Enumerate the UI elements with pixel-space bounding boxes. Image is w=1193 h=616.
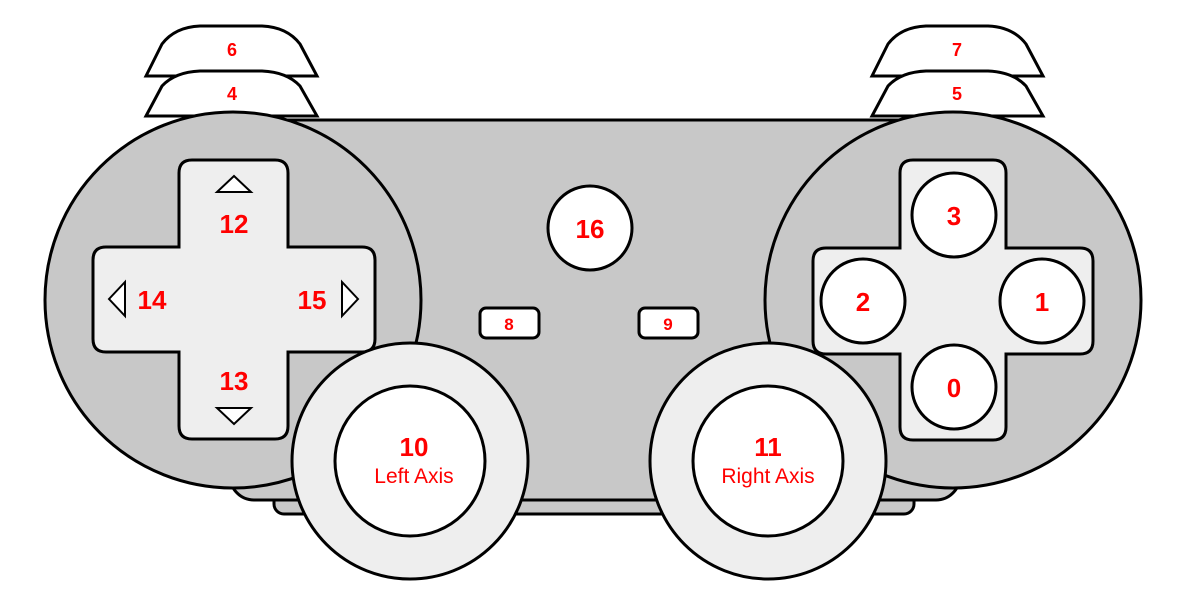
shoulder-label-7: 7 bbox=[952, 40, 962, 60]
start-button-label: 9 bbox=[663, 315, 672, 334]
face-label-2: 2 bbox=[856, 287, 870, 317]
select-button-label: 8 bbox=[504, 315, 513, 334]
face-button-0[interactable] bbox=[910, 343, 998, 431]
shoulder-label-5: 5 bbox=[952, 84, 962, 104]
face-button-2[interactable] bbox=[819, 257, 907, 345]
shoulder-button-5[interactable] bbox=[869, 69, 1046, 118]
dpad-right-arrow-icon bbox=[341, 279, 360, 319]
home-button-label: 16 bbox=[576, 214, 605, 244]
shoulder-button-4[interactable] bbox=[143, 69, 320, 118]
dpad-down-label: 13 bbox=[220, 366, 249, 396]
dpad-right-label: 15 bbox=[298, 285, 327, 315]
face-button-1[interactable] bbox=[998, 257, 1086, 345]
dpad-left-label: 14 bbox=[138, 285, 167, 315]
shoulder-label-4: 4 bbox=[227, 84, 237, 104]
face-label-1: 1 bbox=[1035, 287, 1049, 317]
right-stick-label: Right Axis bbox=[721, 465, 814, 488]
shoulder-label-6: 6 bbox=[227, 40, 237, 60]
dpad[interactable] bbox=[91, 158, 377, 441]
dpad-up-label: 12 bbox=[220, 209, 249, 239]
right-stick[interactable] bbox=[691, 384, 845, 538]
dpad-down-arrow-icon bbox=[214, 407, 254, 426]
shoulder-button-7[interactable] bbox=[869, 24, 1046, 78]
dpad-left-arrow-icon bbox=[107, 279, 126, 319]
shoulder-button-6[interactable] bbox=[143, 24, 320, 78]
face-button-3[interactable] bbox=[910, 171, 998, 259]
face-label-3: 3 bbox=[947, 201, 961, 231]
left-stick-label: Left Axis bbox=[374, 465, 453, 488]
dpad-up-arrow-icon bbox=[214, 174, 254, 193]
face-buttons-panel bbox=[811, 158, 1095, 442]
select-button[interactable] bbox=[478, 306, 541, 340]
face-label-0: 0 bbox=[947, 373, 961, 403]
left-stick-number: 10 bbox=[400, 432, 429, 462]
left-stick[interactable] bbox=[333, 384, 487, 538]
start-button[interactable] bbox=[637, 306, 700, 340]
right-stick-number: 11 bbox=[754, 432, 782, 462]
home-button[interactable] bbox=[546, 184, 634, 272]
